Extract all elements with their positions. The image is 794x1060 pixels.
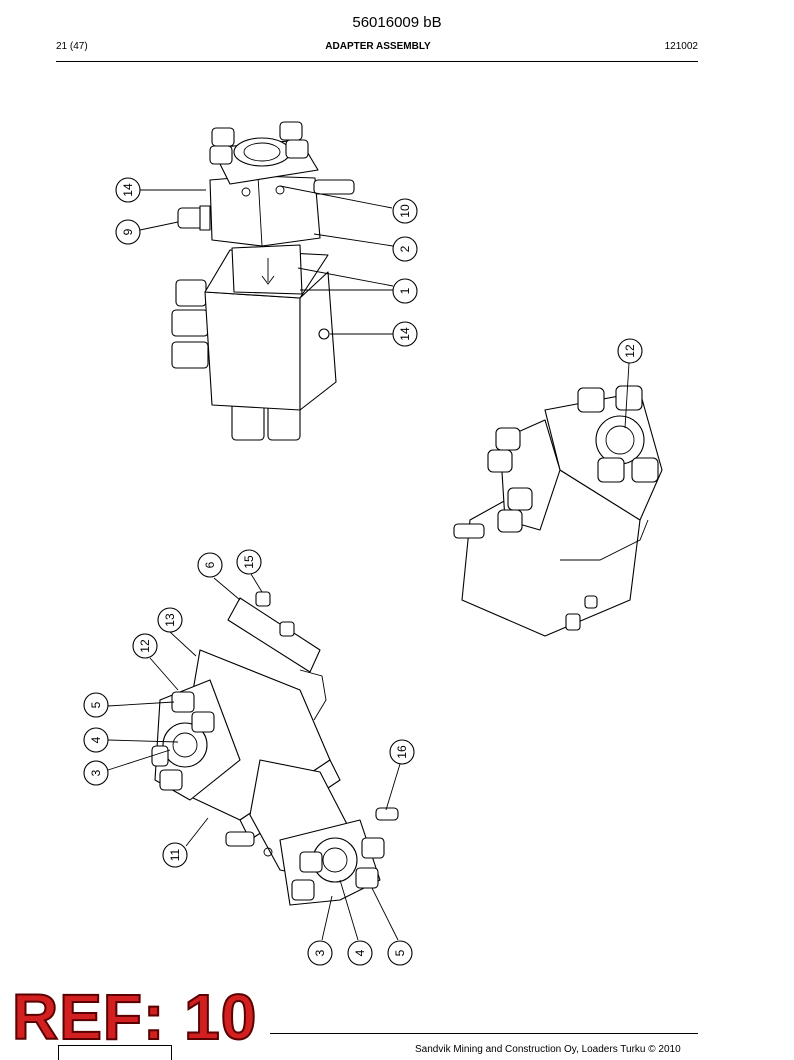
callout-label: 16: [395, 745, 409, 759]
upper-assembly-drawing: [171, 121, 355, 441]
callout-1: 1: [392, 278, 418, 304]
footer-copyright: Sandvik Mining and Construction Oy, Load…: [415, 1044, 681, 1055]
callout-label: 4: [89, 736, 103, 743]
callout-3-bottom: 3: [307, 940, 333, 966]
callout-5-bottom: 5: [387, 940, 413, 966]
lower-assembly-drawing: [151, 591, 399, 906]
callout-label: 3: [313, 949, 327, 956]
callout-label: 15: [242, 555, 256, 569]
callout-11: 11: [162, 842, 188, 868]
callout-12-lower: 12: [132, 633, 158, 659]
document-code: 121002: [664, 41, 698, 52]
callout-label: 1: [398, 287, 412, 294]
callout-label: 5: [89, 701, 103, 708]
callout-label: 2: [398, 245, 412, 252]
callout-label: 5: [393, 949, 407, 956]
callout-15: 15: [236, 549, 262, 575]
callout-label: 3: [89, 769, 103, 776]
page-number: 21 (47): [56, 41, 88, 52]
callout-3-left: 3: [83, 760, 109, 786]
header-rule: [56, 61, 698, 62]
callout-2: 2: [392, 236, 418, 262]
callout-4-bottom: 4: [347, 940, 373, 966]
callout-9: 9: [115, 219, 141, 245]
page-title: ADAPTER ASSEMBLY: [325, 41, 431, 52]
callout-6: 6: [197, 552, 223, 578]
callout-12-right: 12: [617, 338, 643, 364]
callout-label: 4: [353, 949, 367, 956]
leader-lines: [107, 185, 630, 941]
callout-5-left: 5: [83, 692, 109, 718]
callout-10: 10: [392, 198, 418, 224]
callout-label: 11: [168, 848, 182, 861]
callout-label: 9: [121, 228, 135, 235]
callout-14-side: 14: [392, 321, 418, 347]
document-number: 56016009 bB: [352, 14, 442, 31]
callout-13: 13: [157, 607, 183, 633]
callout-16: 16: [389, 739, 415, 765]
callout-label: 12: [138, 639, 152, 653]
footer-rule: [270, 1033, 698, 1034]
callout-label: 10: [398, 204, 412, 218]
callout-label: 14: [398, 327, 412, 341]
callout-label: 12: [623, 344, 637, 358]
callout-label: 14: [121, 183, 135, 197]
callout-4-left: 4: [83, 727, 109, 753]
ref-stamp: REF: 10: [11, 981, 258, 1053]
right-assembly-drawing: [453, 385, 663, 637]
callout-label: 6: [203, 561, 217, 568]
callout-14-upper: 14: [115, 177, 141, 203]
callout-label: 13: [163, 613, 177, 627]
